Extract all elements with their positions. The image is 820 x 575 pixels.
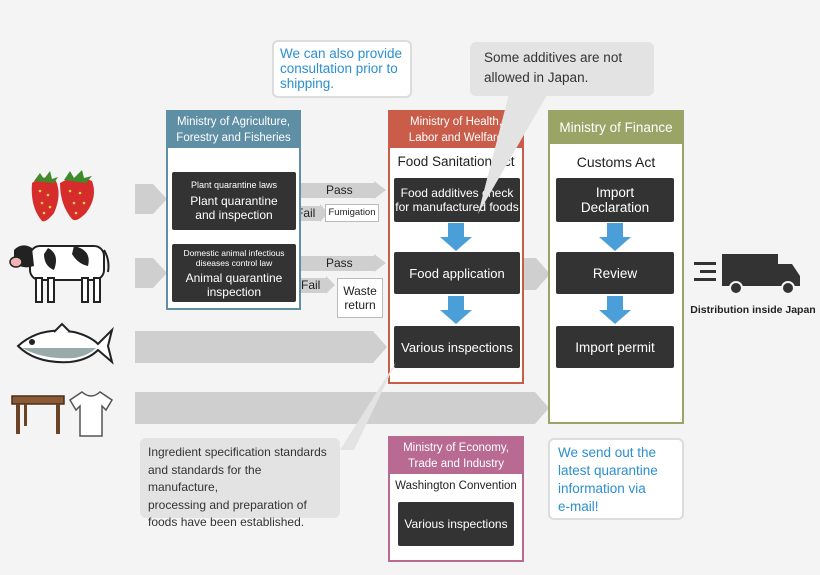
- mhlw-various-inspections-label: Various inspections: [401, 339, 513, 355]
- meti-header: Ministry of Economy, Trade and Industry: [390, 438, 522, 474]
- cow-icon: [9, 245, 110, 303]
- consultation-line1: We can also provide: [280, 46, 403, 61]
- consultation-note: We can also provide consultation prior t…: [272, 40, 412, 98]
- down-arrow-icon: [440, 223, 472, 251]
- standards-note: Ingredient specification standards and s…: [140, 438, 340, 529]
- fail-arrow-animal: Fail: [296, 278, 326, 293]
- callout-pointer: [478, 90, 550, 214]
- plant-quarantine-box: Plant quarantine laws Plant quarantine a…: [172, 172, 296, 230]
- meti-title-line1: Ministry of Economy,: [403, 442, 509, 454]
- pass-arrowhead: [374, 181, 386, 199]
- email-line1: We send out the: [558, 445, 657, 460]
- flow-arrow-mhlw-mof: [522, 258, 536, 290]
- email-line3: information via: [558, 481, 646, 496]
- standards-line4: foods have been established.: [148, 515, 305, 529]
- flow-arrow-goods: [135, 392, 535, 424]
- email-line4: e-mail!: [558, 499, 599, 514]
- fumigation-box: Fumigation: [325, 204, 379, 222]
- maff-title-line2: Forestry and Fisheries: [176, 132, 291, 144]
- tshirt-icon: [68, 391, 114, 437]
- mof-header: Ministry of Finance: [550, 112, 682, 144]
- washington-convention: Washington Convention: [395, 480, 517, 492]
- email-note: We send out the latest quarantine inform…: [548, 438, 684, 520]
- fail-label: Fail: [301, 278, 321, 292]
- fail-arrowhead: [326, 276, 335, 294]
- waste-label: Waste: [343, 284, 377, 298]
- pass-arrow-plant: Pass: [296, 183, 374, 198]
- flow-arrowhead: [153, 184, 167, 214]
- import-declaration-box: Import Declaration: [556, 178, 674, 222]
- pass-arrowhead: [374, 254, 386, 272]
- return-label: return: [344, 298, 376, 312]
- flow-arrowhead: [373, 331, 387, 363]
- customs-act: Customs Act: [576, 154, 656, 170]
- standards-line1: Ingredient specification standards: [148, 445, 327, 459]
- food-sanitation-act: Food Sanitation Act: [397, 154, 515, 169]
- flow-arrow-fish: [135, 331, 373, 363]
- pass-arrow-animal: Pass: [296, 256, 374, 271]
- mhlw-title-line2: Labor and Welfare: [408, 132, 504, 144]
- import-permit-label: Import permit: [575, 339, 655, 355]
- strawberry-icon: [31, 170, 94, 222]
- table-icon: [11, 395, 65, 434]
- meti-title-line2: Trade and Industry: [407, 458, 505, 470]
- food-additives-line2: for manufactured foods: [395, 200, 519, 214]
- plant-box-line1: Plant quarantine: [190, 194, 278, 208]
- flow-arrow-cow: [135, 258, 153, 288]
- mof-title: Ministry of Finance: [559, 120, 673, 135]
- flow-arrow-strawberry: [135, 184, 153, 214]
- pass-label: Pass: [326, 183, 353, 197]
- plant-box-line2: and inspection: [195, 208, 273, 222]
- food-application-box: Food application: [394, 252, 520, 294]
- animal-law-line1: Domestic animal infectious: [183, 247, 285, 258]
- food-application-label: Food application: [409, 265, 505, 281]
- down-arrow-icon: [599, 296, 631, 324]
- import-declaration-line1: Import: [595, 185, 635, 200]
- standards-line3: processing and preparation of: [148, 497, 307, 512]
- flow-arrowhead: [536, 258, 550, 290]
- mhlw-title-line1: Ministry of Health,: [409, 116, 503, 128]
- flow-arrowhead: [153, 258, 167, 288]
- additives-line1: Some additives are not: [484, 50, 623, 65]
- import-permit-box: Import permit: [556, 326, 674, 368]
- animal-quarantine-box: Domestic animal infectious diseases cont…: [172, 244, 296, 302]
- fail-arrowhead: [320, 204, 328, 222]
- consultation-line3: shipping.: [280, 76, 335, 91]
- distribution-label: Distribution inside Japan: [690, 304, 816, 316]
- truck-icon: [694, 254, 800, 295]
- standards-line2: and standards for the manufacture,: [148, 462, 262, 495]
- waste-return-box: Waste return: [337, 278, 383, 318]
- fumigation-label: Fumigation: [328, 207, 376, 218]
- down-arrow-icon: [440, 296, 472, 324]
- additives-line2: allowed in Japan.: [484, 70, 589, 85]
- mhlw-various-inspections-box: Various inspections: [394, 326, 520, 368]
- consultation-line2: consultation prior to: [280, 61, 398, 76]
- email-line2: latest quarantine: [558, 463, 658, 478]
- pass-label: Pass: [326, 256, 353, 270]
- animal-law-line2: diseases control law: [195, 257, 273, 268]
- meti-various-inspections-label: Various inspections: [404, 517, 508, 531]
- maff-header: Ministry of Agriculture, Forestry and Fi…: [168, 112, 299, 148]
- food-additives-box: Food additives check for manufactured fo…: [394, 178, 520, 222]
- fish-icon: [16, 322, 114, 365]
- maff-title-line1: Ministry of Agriculture,: [176, 116, 291, 128]
- meti-various-inspections-box: Various inspections: [398, 502, 514, 546]
- review-box: Review: [556, 252, 674, 294]
- plant-law-label: Plant quarantine laws: [190, 180, 278, 190]
- callout-pointer: [340, 362, 396, 450]
- additives-note: Some additives are not allowed in Japan.: [470, 42, 654, 96]
- animal-box-line1: Animal quarantine: [185, 270, 283, 285]
- import-declaration-line2: Declaration: [580, 200, 650, 215]
- review-label: Review: [592, 265, 638, 281]
- down-arrow-icon: [599, 223, 631, 251]
- flow-arrowhead: [535, 392, 549, 424]
- animal-box-line2: inspection: [206, 284, 262, 299]
